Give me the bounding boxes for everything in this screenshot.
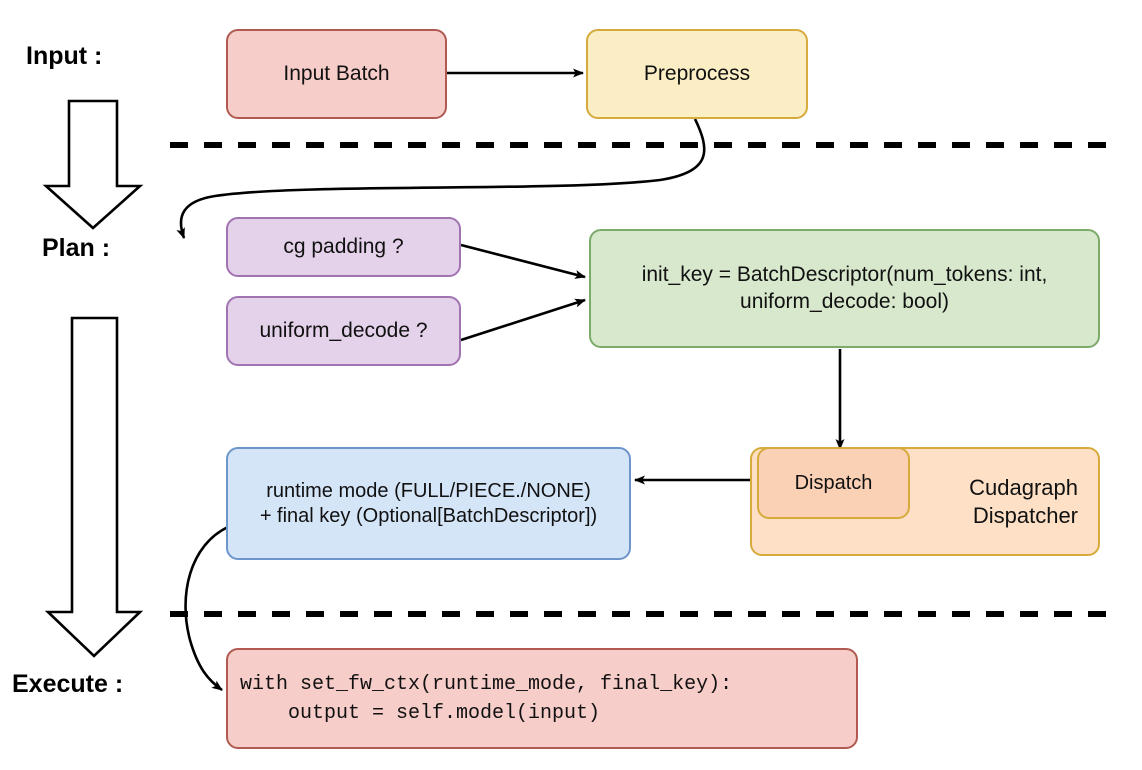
arrow-uniform-decode-to-init-key [460,298,586,342]
node-execute-code[interactable]: with set_fw_ctx(runtime_mode, final_key)… [226,648,858,749]
arrow-cg-padding-to-init-key [460,243,586,279]
node-init-key-line2: uniform_decode: bool) [740,289,949,313]
node-cudagraph-dispatcher-line1: Cudagraph [969,475,1078,500]
node-execute-code-line2: output = self.model(input) [240,701,601,725]
node-cg-padding-label: cg padding ? [283,234,404,258]
stage-label-input: Input : [26,42,103,70]
node-input-batch[interactable]: Input Batch [226,29,447,119]
node-init-key-line1: init_key = BatchDescriptor(num_tokens: i… [641,263,1048,287]
node-execute-code-line1: with set_fw_ctx(runtime_mode, final_key)… [240,672,733,696]
arrow-runtime-mode-to-execute-code [184,525,229,692]
node-preprocess[interactable]: Preprocess [586,29,808,119]
input-to-plan-stage-arrow [42,99,144,230]
node-input-batch-label: Input Batch [283,61,390,85]
node-uniform-decode[interactable]: uniform_decode ? [226,296,461,366]
stage-label-execute: Execute : [12,670,124,698]
node-runtime-mode[interactable]: runtime mode (FULL/PIECE./NONE) + final … [226,447,631,560]
node-runtime-mode-line1: runtime mode (FULL/PIECE./NONE) [266,479,591,502]
node-runtime-mode-line2: + final key (Optional[BatchDescriptor]) [259,504,598,527]
stage-label-plan: Plan : [42,234,111,262]
node-cudagraph-dispatcher-line2: Dispatcher [972,502,1078,528]
node-uniform-decode-label: uniform_decode ? [259,318,428,342]
node-preprocess-label: Preprocess [643,61,751,85]
node-cg-padding[interactable]: cg padding ? [226,217,461,277]
plan-to-execute-stage-arrow [44,316,144,658]
node-dispatch-label: Dispatch [794,471,873,494]
node-init-key[interactable]: init_key = BatchDescriptor(num_tokens: i… [589,229,1100,348]
node-dispatch[interactable]: Dispatch [757,447,910,519]
